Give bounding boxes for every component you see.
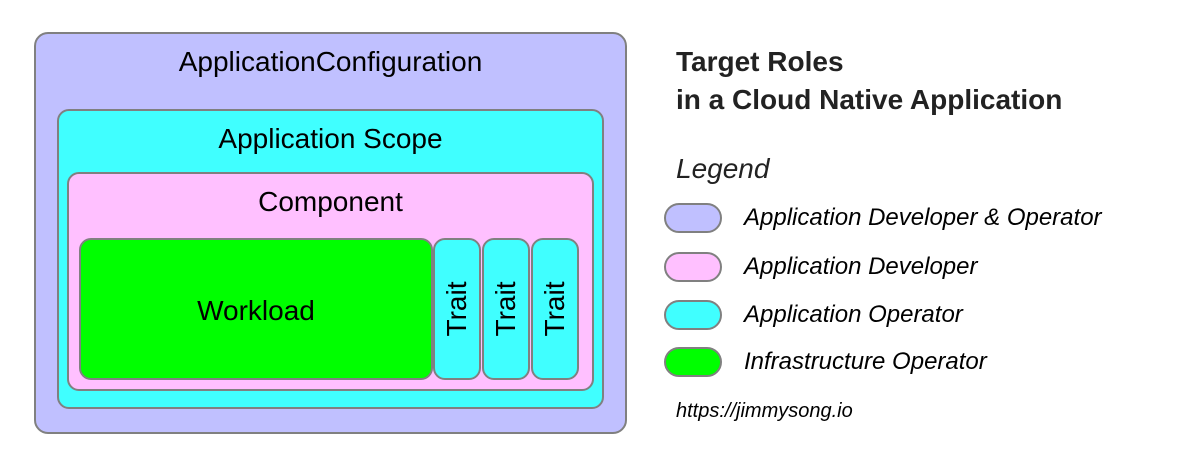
- legend-label: Application Developer: [744, 253, 978, 280]
- trait-box: Trait: [482, 238, 530, 380]
- diagram-title: Target Roles in a Cloud Native Applicati…: [676, 43, 1062, 119]
- legend-label: Infrastructure Operator: [744, 348, 987, 375]
- workload-box: Workload: [79, 238, 433, 380]
- legend-label: Application Developer & Operator: [744, 204, 1102, 231]
- trait-label: Trait: [441, 281, 472, 337]
- title-line-1: Target Roles: [676, 46, 844, 77]
- legend-swatch: [664, 252, 722, 282]
- component-label: Component: [258, 186, 403, 217]
- application-scope-label: Application Scope: [218, 123, 443, 154]
- trait-label: Trait: [490, 281, 521, 337]
- legend-heading: Legend: [676, 153, 770, 184]
- legend-swatch: [664, 300, 722, 330]
- workload-label: Workload: [197, 295, 315, 326]
- application-configuration-label: ApplicationConfiguration: [178, 46, 483, 77]
- legend-swatch: [664, 347, 722, 377]
- credit-link[interactable]: https://jimmysong.io: [676, 400, 853, 422]
- title-line-2: in a Cloud Native Application: [676, 84, 1063, 115]
- legend-swatch: [664, 203, 722, 233]
- trait-box: Trait: [433, 238, 481, 380]
- legend-label: Application Operator: [744, 301, 963, 328]
- trait-box: Trait: [531, 238, 579, 380]
- trait-label: Trait: [539, 281, 570, 337]
